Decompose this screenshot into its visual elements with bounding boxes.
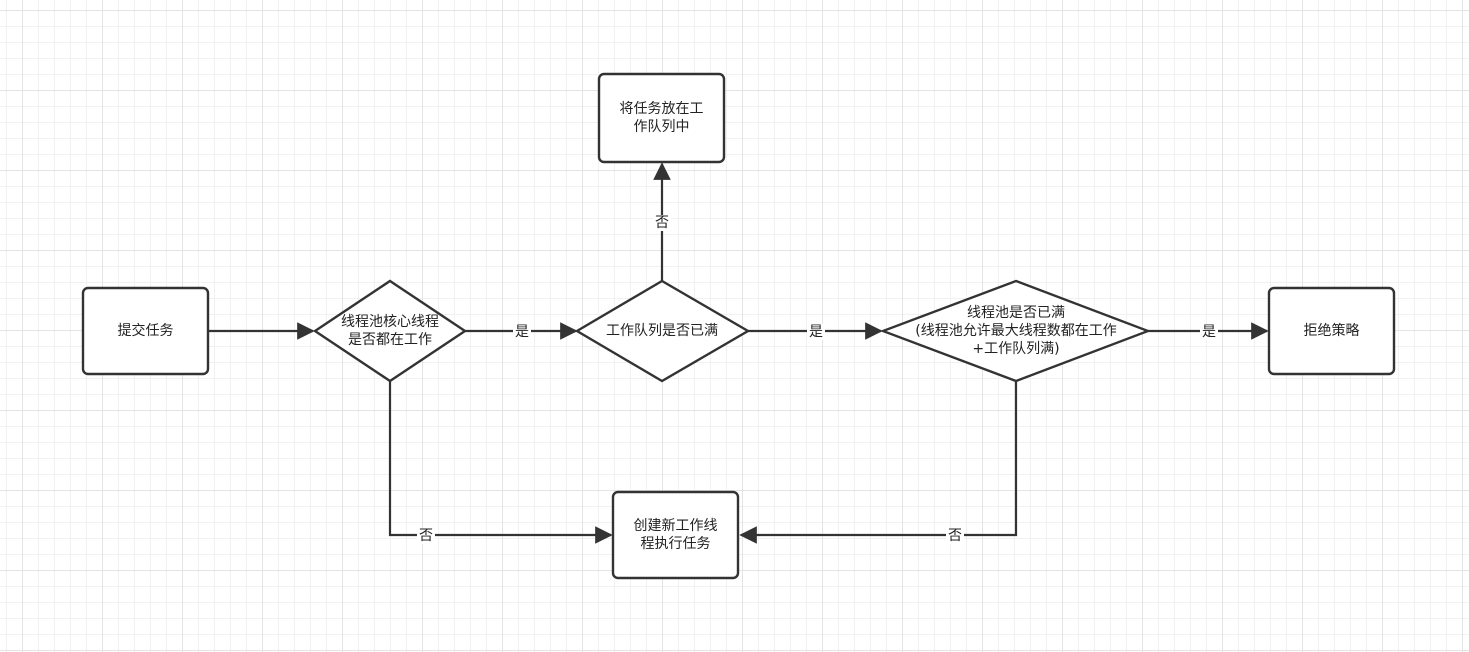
edge-max-no-label: 否 [946,528,964,544]
edge-queue-yes-label: 是 [807,324,825,340]
node-max-check-label: 线程池是否已满 (线程池允许最大线程数都在工作 +工作队列满) [915,305,1117,357]
node-queue-put-label: 将任务放在工 作队列中 [619,101,704,135]
node-queue-check-label: 工作队列是否已满 [606,323,718,339]
node-reject-box[interactable] [1267,286,1396,376]
node-submit-label: 提交任务 [117,323,174,339]
edge-queue-no-label: 否 [653,215,671,231]
node-core-check-label: 线程池核心线程 是否都在工作 [341,314,439,348]
edge-core-yes-label: 是 [513,324,531,340]
node-queue-check-diamond[interactable] [574,279,751,383]
node-create-worker-label: 创建新工作线 程执行任务 [633,518,718,552]
edge-core-no [388,381,613,544]
node-submit-box[interactable] [81,286,210,376]
node-queue-put-box[interactable] [597,72,726,164]
node-core-check-diamond[interactable] [312,279,468,383]
node-create-worker-box[interactable] [611,490,740,580]
node-reject-label: 拒绝策略 [1303,323,1360,339]
node-max-check-diamond[interactable] [879,279,1152,383]
edge-core-no-label: 否 [417,528,435,544]
edge-max-no [739,381,1018,544]
edge-max-yes-label: 是 [1200,324,1218,340]
